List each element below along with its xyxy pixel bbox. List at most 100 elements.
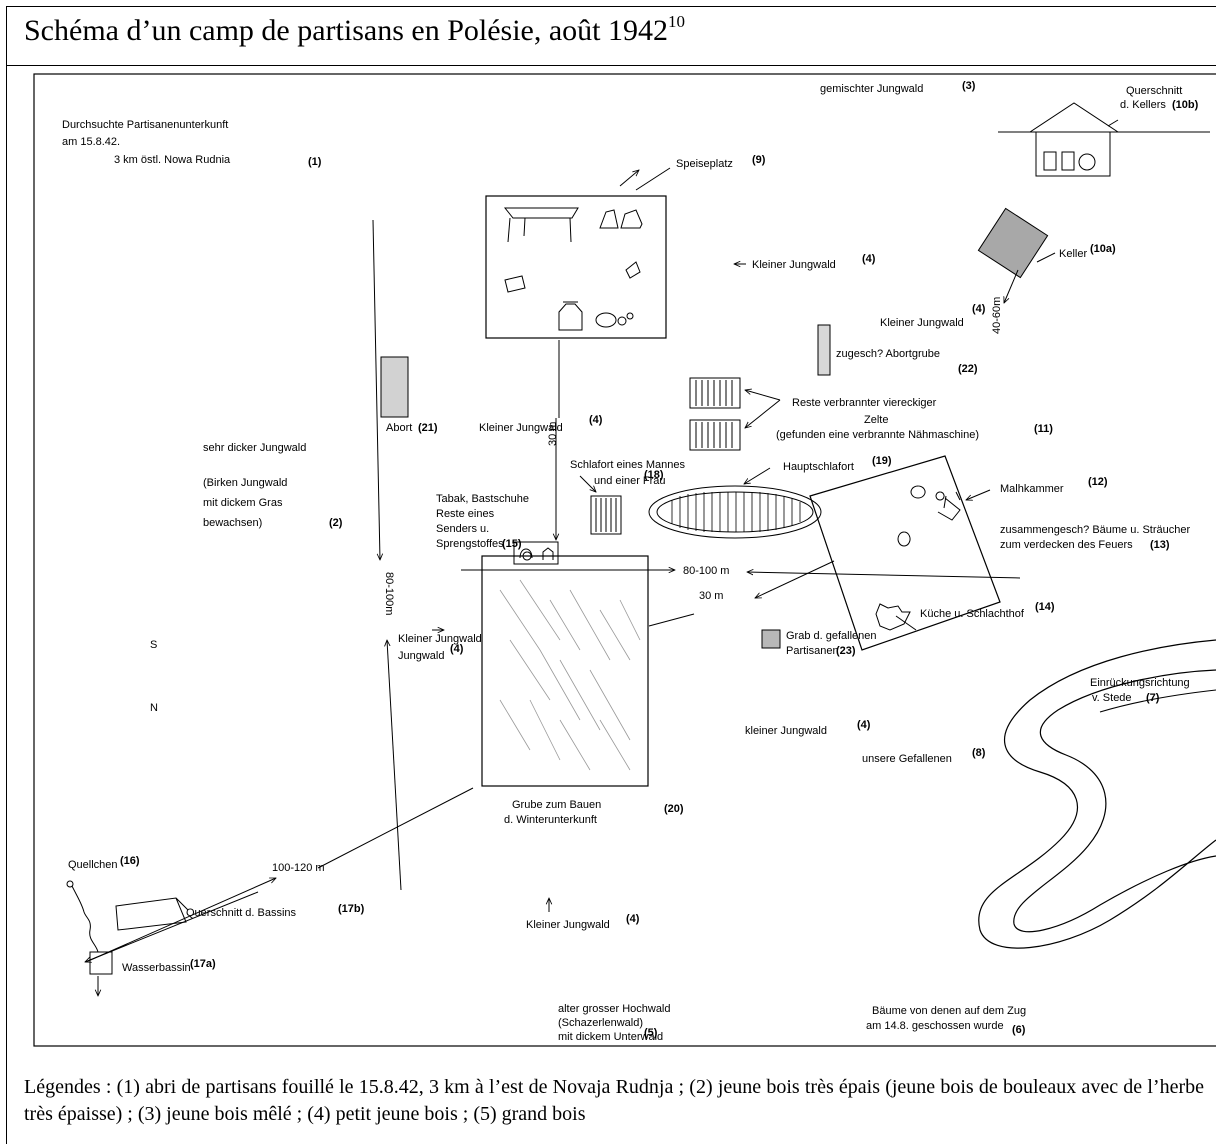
label-22: zugesch? Abortgrube [836,348,940,360]
bassin-cross-section [115,897,189,931]
label-6b: am 14.8. geschossen wurde [866,1020,1004,1032]
diagram-mark [372,219,380,560]
diagram-mark [1107,119,1119,127]
diagram-mark [617,316,627,326]
label-9: Speiseplatz [676,158,733,170]
diagram-mark [1043,151,1057,171]
label-18a: Schlafort eines Mannes [570,459,685,471]
label-2b: (Birken Jungwald [203,477,287,489]
diagram-mark [656,491,814,533]
diagram-box [6,65,1216,1144]
diagram-mark [1036,252,1056,263]
diagram-mark [1004,269,1019,303]
diagram-mark [387,640,402,891]
label-1c: 3 km östl. Nowa Rudnia [114,154,231,166]
diagram-mark [626,312,634,320]
label-15d: Sprengstoffes [436,538,504,550]
label-4-mid: Kleiner Jungwald [479,422,563,434]
page-title: Schéma d’un camp de partisans en Polésie… [24,12,686,47]
label-10b-2: d. Kellers [1120,99,1166,111]
label-21: Abort [386,422,412,434]
label-15-num: (15) [502,538,522,550]
label-1b: am 15.8.42. [62,136,120,148]
label-5c: mit dickem Unterwald [558,1031,663,1043]
diagram-mark [695,380,733,406]
label-8: unsere Gefallenen [862,753,952,765]
label-4-mid-num: (4) [589,414,603,426]
label-12: Malhkammer [1000,483,1064,495]
label-10a: Keller [1059,248,1087,260]
diagram-mark [85,877,276,963]
diagram-mark [745,390,781,401]
hauptschlafort [648,467,822,539]
label-4-left-a: Kleiner Jungwald [398,633,482,645]
label-4-left-b: Jungwald [398,650,444,662]
label-17a: Wasserbassin [122,962,191,974]
burnt-tents [689,377,781,451]
label-15c: Senders u. [436,523,489,535]
label-15a: Tabak, Bastschuhe [436,493,529,505]
diagram-mark [481,555,649,787]
label-4-bottom: Kleiner Jungwald [526,919,610,931]
label-4-left-num: (4) [450,643,464,655]
label-4-river-num: (4) [857,719,871,731]
label-6a: Bäume von denen auf dem Zug [872,1005,1026,1017]
diagram-mark [1029,102,1119,177]
schlafort-rect [590,495,622,535]
grube-area [481,555,649,787]
diagram-mark [485,195,667,339]
label-13-num: (13) [1150,539,1170,551]
label-17a-num: (17a) [190,958,216,970]
label-7-num: (7) [1146,692,1160,704]
label-21-num: (21) [418,422,438,434]
diagram-mark [897,531,911,547]
diagram-mark [599,209,643,229]
label-2a: sehr dicker Jungwald [203,442,306,454]
label-17b: Querschnitt d. Bassins [186,907,297,919]
diagram-mark [519,547,554,561]
label-4-bottom-num: (4) [626,913,640,925]
label-6-num: (6) [1012,1024,1026,1036]
diagram-mark [595,312,617,328]
label-14: Küche u. Schlachthof [920,608,1025,620]
compass-north: N [150,702,158,714]
label-4-keller-num: (4) [972,303,986,315]
label-9-num: (9) [752,154,766,166]
diagram-mark [943,491,961,509]
label-2d: bewachsen) [203,517,262,529]
label-7a: Einrückungsrichtung [1090,677,1190,689]
legend-text: Légendes : (1) abri de partisans fouillé… [24,1076,1204,1125]
label-5b: (Schazerlenwald) [558,1017,643,1029]
label-2-num: (2) [329,517,343,529]
grab-square [761,629,781,649]
diagram-mark [648,485,822,539]
diagram-mark [648,613,695,627]
diagram-mark [619,170,639,187]
diagram-mark [755,560,835,599]
diagram-mark [71,885,99,953]
label-8-num: (8) [972,747,986,759]
label-1a: Durchsuchte Partisanenunterkunft [62,119,228,131]
label-11a: Reste verbrannter viereckiger [792,397,937,409]
diagram-mark [875,603,911,631]
label-10b-1: Querschnitt [1126,85,1182,97]
label-4-top: Kleiner Jungwald [752,259,836,271]
label-15b: Reste eines [436,508,495,520]
diagram-mark [689,377,741,409]
label-16-num: (16) [120,855,140,867]
label-3: gemischter Jungwald [820,83,923,95]
label-1-num: (1) [308,156,322,168]
label-4-top-num: (4) [862,253,876,265]
river [978,639,1216,949]
abort-rect [380,356,409,418]
diagram-mark [695,422,733,448]
label-4-keller: Kleiner Jungwald [880,317,964,329]
abortgrube-rect [817,324,831,376]
label-22-num: (22) [958,363,978,375]
label-20a: Grube zum Bauen [512,799,601,811]
label-14-num: (14) [1035,601,1055,613]
diagram-mark [503,207,579,243]
measure-30-vertical: 30 m [547,422,559,446]
label-4-river: kleiner Jungwald [745,725,827,737]
